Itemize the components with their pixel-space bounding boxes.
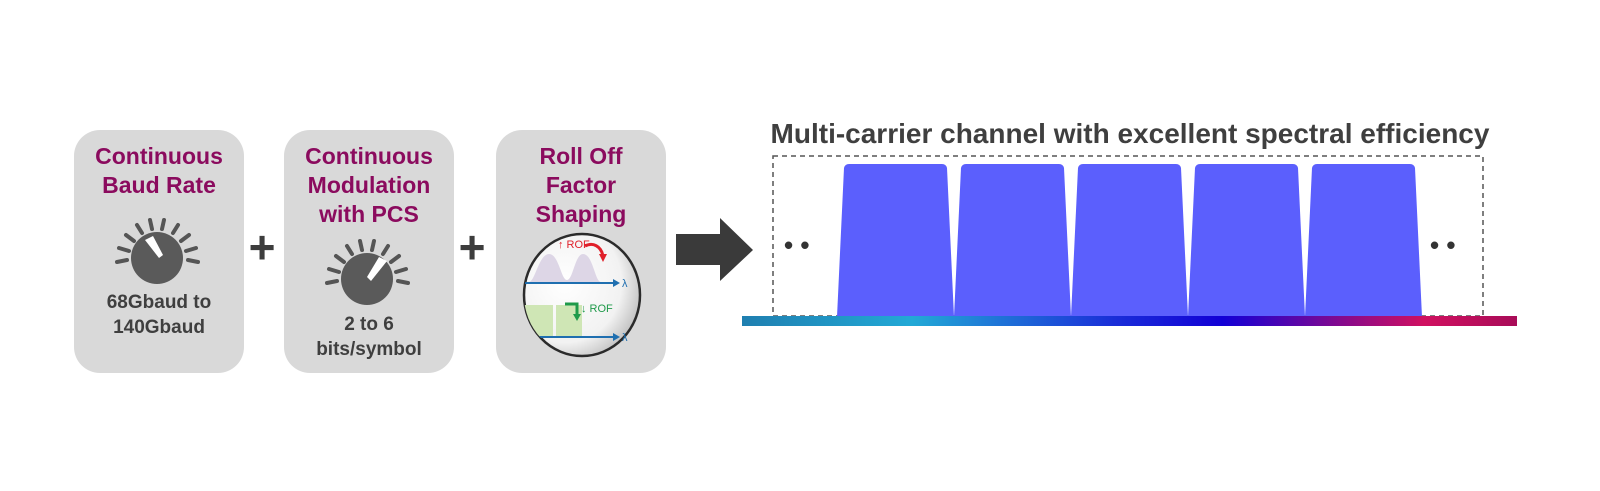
wavelength-label: λ bbox=[622, 332, 628, 344]
carrier-4 bbox=[1188, 164, 1305, 317]
spectrum-title: Multi-carrier channel with excellent spe… bbox=[770, 118, 1490, 149]
carrier-3 bbox=[1071, 164, 1188, 317]
modulation-range: 2 to 6 bits/symbol bbox=[316, 314, 422, 360]
carrier-5 bbox=[1305, 164, 1422, 317]
rof-down-label: ↓ ROF bbox=[581, 303, 613, 315]
ellipsis-right: • • bbox=[1430, 230, 1455, 260]
plus-operator: + bbox=[248, 221, 276, 273]
roll-off-card: Roll Off Factor Shaping bbox=[496, 130, 666, 373]
knob-icon bbox=[325, 239, 410, 305]
baud-rate-title: Continuous Baud Rate bbox=[95, 143, 223, 198]
multi-carrier-spectrum: • • • • bbox=[742, 155, 1517, 326]
result-arrow-icon bbox=[676, 218, 753, 281]
baud-rate-card: Continuous Baud Rate 68Gbaud to 140Gbaud bbox=[74, 130, 244, 373]
carrier-2 bbox=[954, 164, 1071, 317]
roll-off-inset-diagram: ↑ ROF ↓ ROF λ λ bbox=[522, 232, 642, 358]
ellipsis-left: • • bbox=[784, 230, 809, 260]
carrier-1 bbox=[837, 164, 954, 317]
rof-up-label: ↑ ROF bbox=[558, 239, 590, 251]
plus-operator: + bbox=[458, 221, 486, 273]
knob-icon bbox=[115, 218, 200, 284]
wavelength-axis-bar bbox=[742, 316, 1517, 326]
roll-off-title: Roll Off Factor Shaping bbox=[535, 143, 627, 227]
modulation-title: Continuous Modulation with PCS bbox=[305, 143, 433, 227]
baud-rate-range: 68Gbaud to 140Gbaud bbox=[106, 292, 212, 338]
wavelength-label: λ bbox=[622, 278, 628, 290]
modulation-card: Continuous Modulation with PCS 2 to 6 bi… bbox=[284, 130, 454, 373]
